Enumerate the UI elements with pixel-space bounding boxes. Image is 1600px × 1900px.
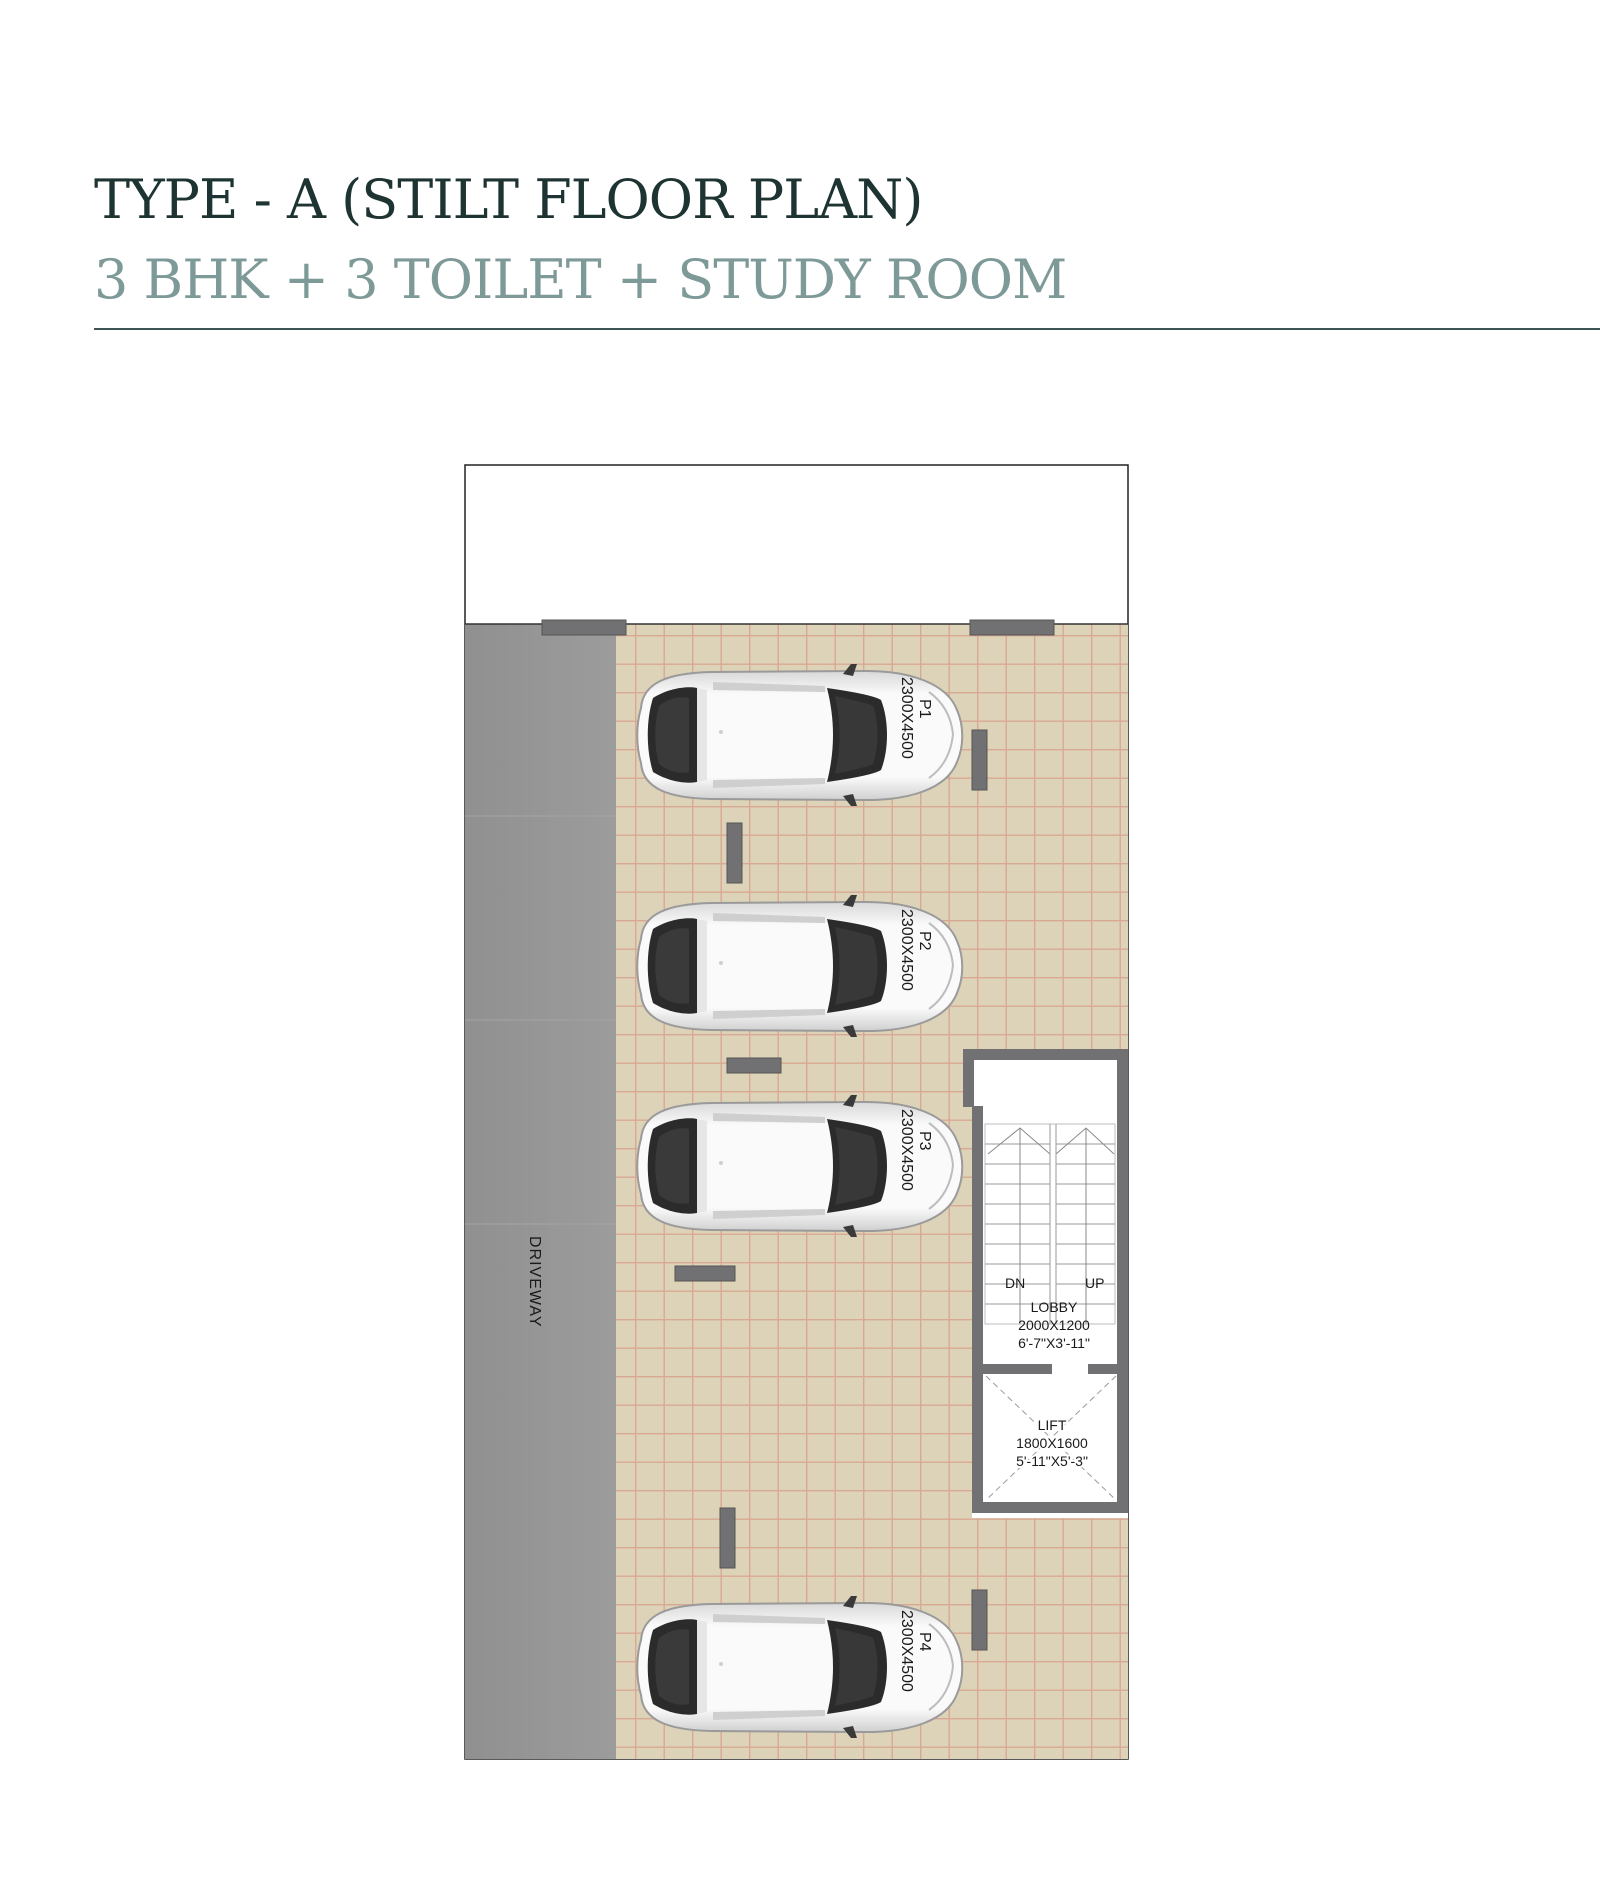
column	[541, 619, 627, 636]
stair-up-label: UP	[1085, 1275, 1104, 1291]
parking-spot-id: P4	[916, 1632, 933, 1652]
lift-size-mm: 1800X1600	[1016, 1435, 1088, 1451]
lift-name: LIFT	[1038, 1417, 1067, 1433]
parking-label-p3: P3 2300X4500	[898, 1109, 933, 1191]
driveway	[465, 624, 616, 1759]
parking-spot-id: P3	[916, 1131, 933, 1151]
parking-label-p1: P1 2300X4500	[898, 677, 933, 759]
lobby-name: LOBBY	[1031, 1299, 1078, 1315]
parking-spot-size: 2300X4500	[898, 677, 915, 759]
parking-spot-size: 2300X4500	[898, 1610, 915, 1692]
column	[971, 1589, 988, 1651]
stair-down-label: DN	[1005, 1275, 1025, 1291]
stair-flights	[984, 1123, 1116, 1325]
parking-label-p2: P2 2300X4500	[898, 909, 933, 991]
parking-spot-id: P1	[916, 699, 933, 719]
column	[726, 822, 743, 884]
parking-spot-size: 2300X4500	[898, 909, 915, 991]
page-title: TYPE - A (STILT FLOOR PLAN)	[94, 168, 923, 231]
column	[726, 1057, 782, 1074]
driveway-label: DRIVEWAY	[526, 1236, 543, 1328]
column	[969, 619, 1055, 636]
column	[719, 1507, 736, 1569]
column	[971, 729, 988, 791]
column	[674, 1265, 736, 1282]
parking-label-p4: P4 2300X4500	[898, 1610, 933, 1692]
parking-spot-size: 2300X4500	[898, 1109, 915, 1191]
lobby-size-mm: 2000X1200	[1018, 1317, 1090, 1333]
stilt-floor-plan: DRIVEWAY P1 2300X4500 P2 2300X4500 P3 23…	[464, 464, 1129, 1760]
lobby-size-ft: 6'-7"X3'-11"	[1018, 1335, 1090, 1351]
title-divider	[94, 328, 1600, 330]
stair-lift-core: DN UP LOBBY 2000X1200 6'-7"X3'-11" LIFT …	[963, 1049, 1128, 1518]
page-subtitle: 3 BHK + 3 TOILET + STUDY ROOM	[94, 248, 1067, 311]
parking-spot-id: P2	[916, 931, 933, 951]
lift-size-ft: 5'-11"X5'-3"	[1016, 1453, 1088, 1469]
